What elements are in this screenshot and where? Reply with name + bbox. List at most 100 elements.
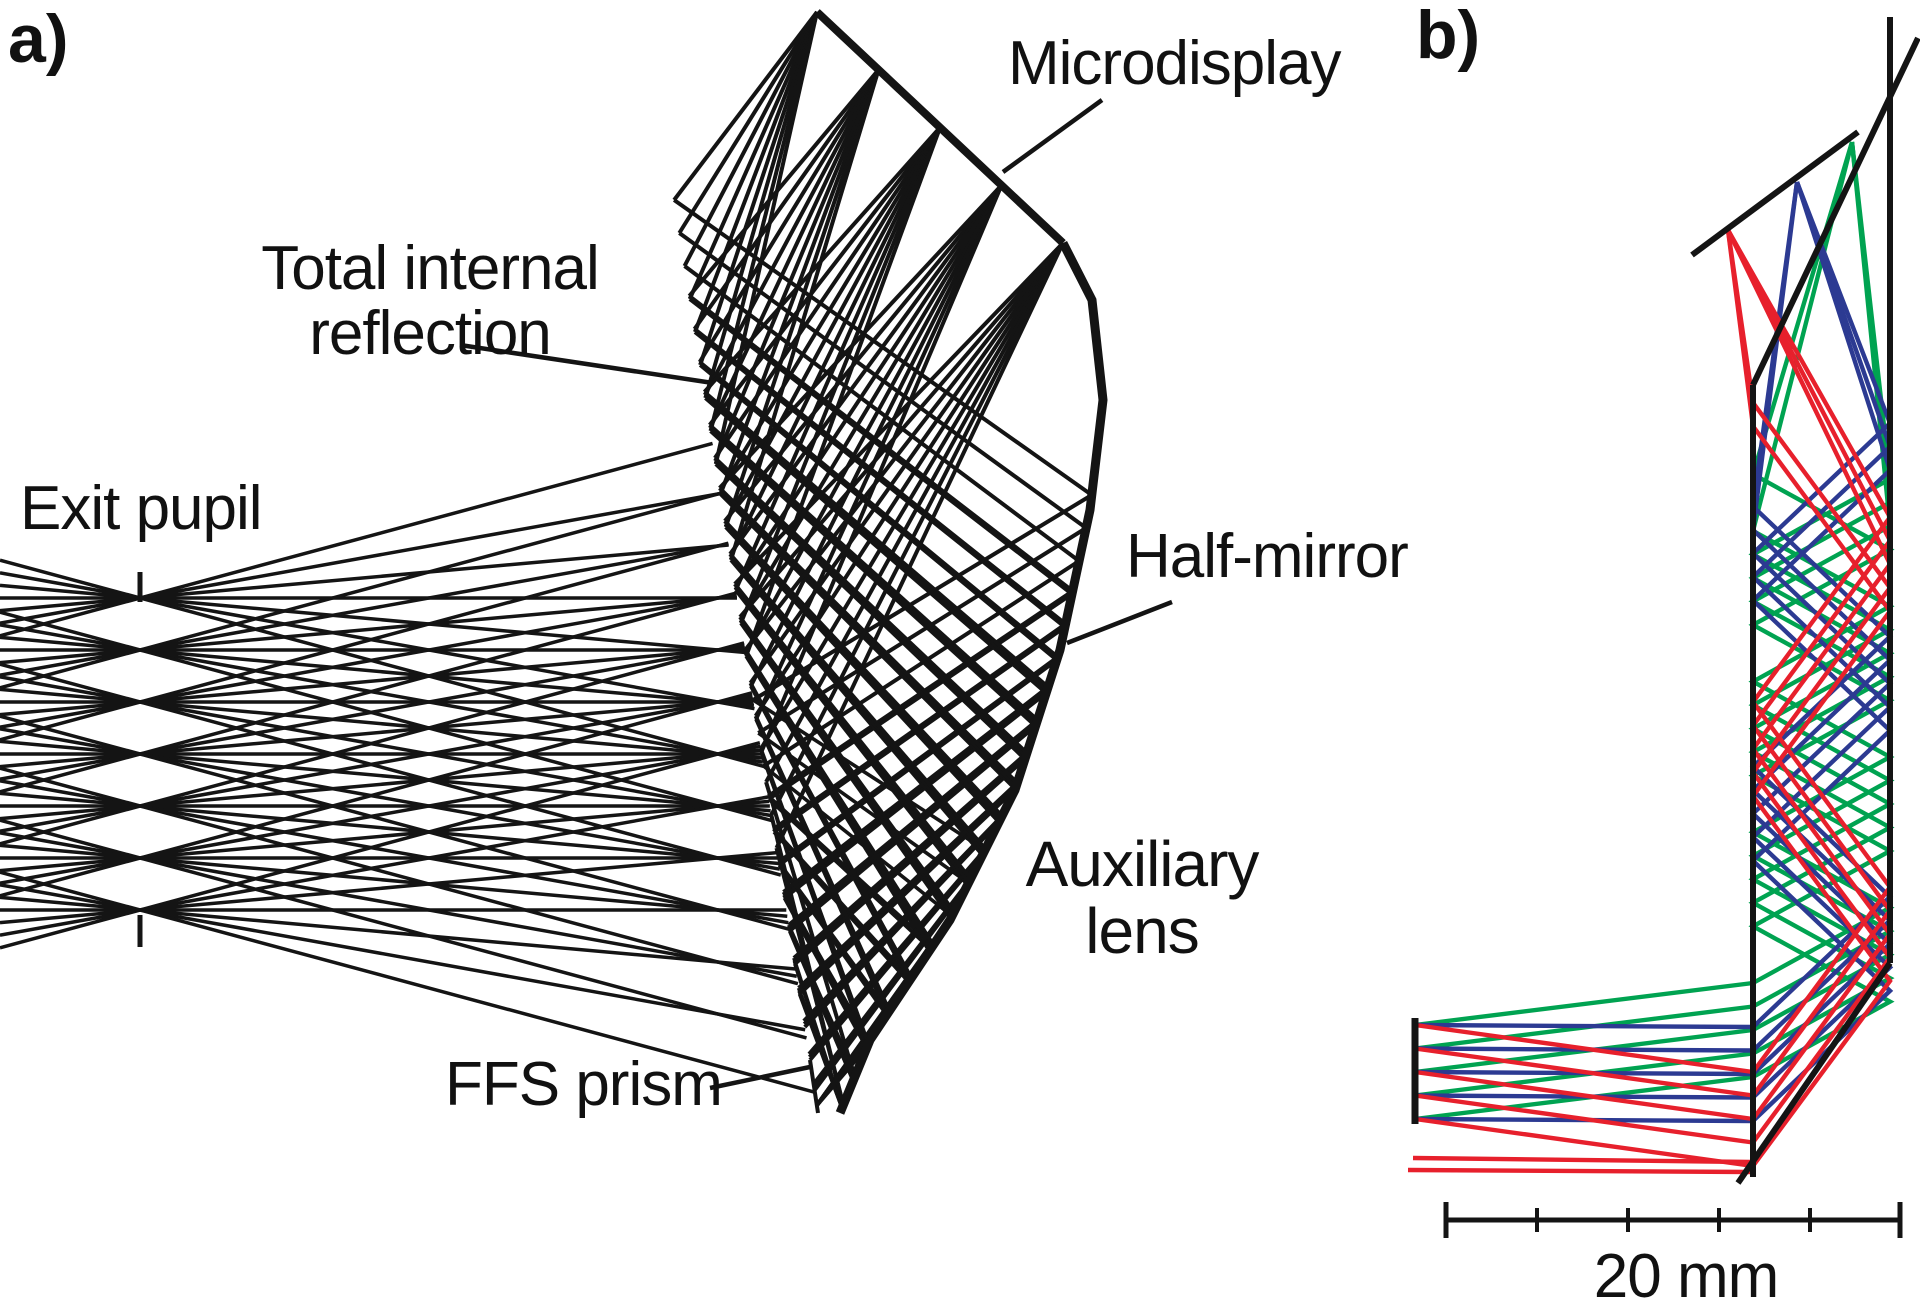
mirror-bounce-ray bbox=[782, 685, 1050, 894]
entrance-surface bbox=[1750, 36, 1920, 387]
label-exit-pupil: Exit pupil bbox=[20, 474, 263, 543]
label-scale-20mm: 20 mm bbox=[1593, 1242, 1779, 1306]
half-mirror-leader bbox=[1066, 599, 1173, 646]
panel-a-optics-outline bbox=[137, 9, 1108, 1115]
display-fan-ray bbox=[687, 68, 881, 298]
microdisplay-surface-b bbox=[1690, 129, 1860, 258]
pupil-ray bbox=[0, 766, 799, 986]
red-guided-ray bbox=[1725, 229, 1893, 1144]
pupil-ray bbox=[0, 542, 729, 677]
label-microdisplay: Microdisplay bbox=[1008, 29, 1342, 98]
pupil-ray bbox=[0, 610, 773, 823]
red-exit-ray bbox=[1414, 1022, 1754, 1075]
pupil-ray bbox=[0, 491, 721, 690]
display-fan-ray bbox=[682, 11, 819, 267]
display-fan-ray bbox=[708, 126, 942, 427]
tir-bounce-ray bbox=[714, 462, 1027, 761]
panel-b-rays bbox=[1407, 141, 1895, 1175]
red-exit-ray bbox=[1414, 1093, 1754, 1145]
display-fan-ray bbox=[738, 241, 1065, 619]
ffs-leader bbox=[709, 1064, 811, 1091]
label-aux-line2: lens bbox=[1085, 895, 1199, 968]
display-fan-ray bbox=[723, 126, 942, 525]
label-half-mirror: Half-mirror bbox=[1126, 522, 1409, 591]
label-tir-line2: reflection bbox=[309, 299, 552, 369]
red-guided-ray bbox=[1725, 229, 1893, 1168]
microdisplay-leader bbox=[1001, 98, 1104, 174]
green-exit-ray bbox=[1414, 980, 1754, 1028]
tir-leader bbox=[459, 342, 714, 386]
display-fan-ray bbox=[743, 241, 1065, 652]
tir-bounce-ray bbox=[713, 459, 1028, 758]
red-exit-ray bbox=[1412, 1155, 1751, 1165]
panel-a-rays bbox=[0, 10, 1093, 1109]
display-fan-ray bbox=[708, 68, 881, 429]
tir-bounce-ray bbox=[743, 648, 936, 947]
display-fan-ray bbox=[677, 10, 819, 235]
label-auxiliary-lens: Auxiliary lens bbox=[1025, 828, 1260, 968]
display-fan-ray bbox=[733, 241, 1065, 586]
tir-bounce-ray bbox=[764, 781, 857, 1078]
tir-bounce-ray bbox=[709, 429, 1037, 728]
display-fan-ray bbox=[728, 126, 942, 558]
display-fan-ray bbox=[764, 242, 1065, 783]
display-fan-ray bbox=[759, 241, 1065, 751]
pupil-ray bbox=[0, 543, 729, 613]
tir-bounce-ray bbox=[748, 682, 914, 979]
label-aux-line1: Auxiliary bbox=[1025, 828, 1260, 900]
ffs-prism-tip bbox=[808, 1059, 820, 1114]
display-fan-ray bbox=[713, 126, 942, 460]
display-fan-ray bbox=[723, 69, 881, 528]
blue-exit-ray bbox=[1414, 1022, 1754, 1030]
red-exit-ray bbox=[1414, 1069, 1754, 1122]
mirror-bounce-ray bbox=[812, 877, 973, 1086]
tir-bounce-ray bbox=[774, 847, 846, 1106]
tir-bounce-ray bbox=[708, 426, 1038, 725]
red-exit-ray bbox=[1414, 1046, 1754, 1098]
pupil-ray bbox=[0, 558, 765, 769]
fold-mirror-surface bbox=[1735, 961, 1893, 1185]
display-fan-ray bbox=[728, 184, 1004, 556]
display-fan-ray bbox=[703, 68, 881, 396]
tir-bounce-ray bbox=[733, 582, 973, 881]
tir-bounce-ray bbox=[704, 396, 1048, 695]
display-fan-ray bbox=[703, 11, 819, 399]
display-fan-ray bbox=[744, 126, 942, 657]
tir-bounce-ray bbox=[753, 715, 892, 1012]
display-fan-ray bbox=[718, 69, 881, 495]
display-fan-ray bbox=[693, 11, 819, 333]
display-fan-ray bbox=[713, 68, 881, 462]
pupil-ray bbox=[0, 870, 816, 1094]
mirror-bounce-ray bbox=[802, 814, 1004, 1023]
display-fan-ray bbox=[769, 242, 1065, 816]
display-fan-ray bbox=[708, 11, 819, 432]
display-fan-ray bbox=[774, 242, 1065, 849]
display-fan-ray bbox=[738, 184, 1004, 622]
label-ffs-prism: FFS prism bbox=[445, 1050, 723, 1119]
panel-b-tag: b) bbox=[1416, 0, 1481, 73]
half-mirror-surface bbox=[835, 240, 1108, 1115]
pupil-ray bbox=[0, 714, 790, 932]
display-fan-ray bbox=[733, 184, 1004, 589]
display-fan-ray bbox=[743, 184, 1004, 654]
pupil-ray bbox=[0, 694, 753, 833]
panel-a-leader-lines bbox=[459, 98, 1173, 1091]
scale-bar bbox=[1443, 1202, 1903, 1238]
display-fan-ray bbox=[753, 241, 1065, 718]
tir-bounce-ray bbox=[698, 360, 1060, 659]
panel-a-tag: a) bbox=[8, 1, 69, 77]
label-total-internal-reflection: Total internal reflection bbox=[261, 236, 600, 369]
display-fan-ray bbox=[723, 183, 1004, 523]
display-fan-ray bbox=[754, 184, 1004, 720]
red-exit-ray bbox=[1407, 1167, 1751, 1175]
pupil-ray bbox=[0, 818, 807, 1040]
display-fan-ray bbox=[697, 68, 881, 364]
display-fan-ray bbox=[759, 184, 1004, 753]
pupil-ray bbox=[0, 441, 714, 638]
pupil-ray bbox=[0, 662, 782, 877]
red-exit-ray bbox=[1414, 1116, 1754, 1169]
display-fan-ray bbox=[698, 11, 819, 366]
display-fan-ray bbox=[672, 10, 819, 202]
